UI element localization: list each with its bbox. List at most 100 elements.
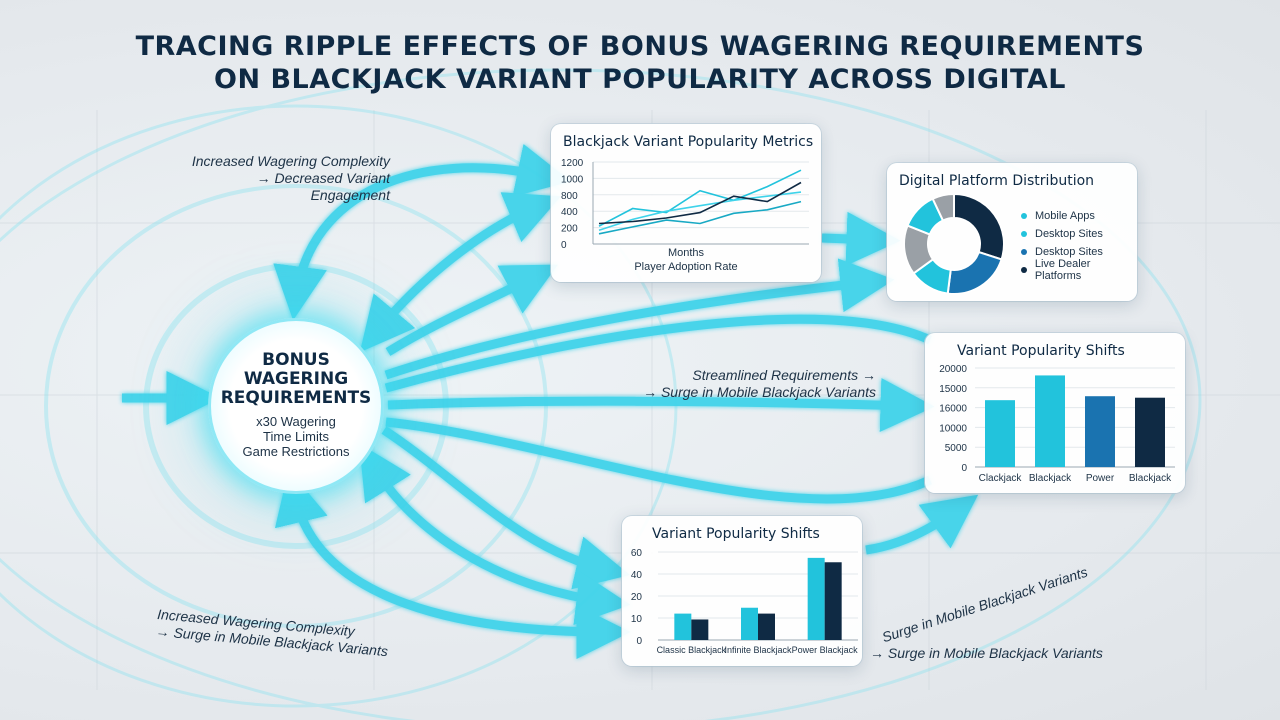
pie-slice: [953, 192, 1005, 261]
y-tick-label: 1200: [561, 158, 584, 169]
arrow-metrics-to-hub: [273, 143, 571, 321]
pie-chart: [903, 192, 1005, 295]
grouped-bar-title: Variant Popularity Shifts: [652, 526, 820, 542]
arrow-hub-metrics-2: [385, 264, 558, 356]
arrow-hub-shifts-mid: [387, 378, 935, 433]
line-series: [598, 191, 802, 232]
y-tick-label: 0: [561, 240, 567, 251]
bar: [1035, 375, 1065, 467]
arrow-hub-bottom-1: [381, 426, 630, 590]
y-tick-label: 10000: [939, 423, 967, 434]
line-series: [598, 181, 802, 225]
legend-swatch: [1021, 267, 1027, 273]
line-chart-card: Blackjack Variant Popularity Metrics 120…: [551, 124, 821, 282]
note-line: → Decreased Variant Engagement: [256, 170, 390, 203]
note-middle: Streamlined Requirements → → Surge in Mo…: [600, 367, 876, 401]
legend-swatch: [1021, 249, 1027, 255]
y-tick-label: 0: [961, 463, 967, 474]
legend-label: Live Dealer Platforms: [1034, 258, 1091, 282]
bar: [985, 400, 1015, 467]
line-chart-title: Blackjack Variant Popularity Metrics: [563, 134, 814, 150]
legend-item: Desktop Sites: [1021, 225, 1137, 243]
note-line: Increased Wagering Complexity: [191, 153, 390, 169]
x-tick-label: Blackjack: [1029, 473, 1072, 484]
legend-item: Live Dealer Platforms: [1021, 258, 1137, 282]
y-tick-label: 400: [561, 207, 578, 218]
title-line-2: ON BLACKJACK VARIANT POPULARITY ACROSS D…: [214, 64, 1066, 95]
hub-title-line-1: BONUS: [262, 350, 330, 370]
pie-chart-card: Digital Platform Distribution Mobile App…: [887, 163, 1137, 301]
y-tick-label: 800: [561, 191, 578, 202]
arrow-metrics-platform: [821, 211, 901, 266]
line-series: [598, 200, 802, 235]
y-tick-label: 40: [631, 570, 643, 581]
bar-chart-title: Variant Popularity Shifts: [957, 343, 1125, 359]
bar: [1135, 397, 1165, 467]
hub-items: x30 Wagering Time Limits Game Restrictio…: [211, 414, 381, 459]
bar-chart-card: Variant Popularity Shifts 20000 15000 1600…: [925, 333, 1185, 493]
page-title: TRACING RIPPLE EFFECTS OF BONUS WAGERING…: [0, 30, 1280, 96]
arrow-hub-bottom-2: [359, 443, 631, 625]
line-chart-subtitle: Player Adoption Rate: [634, 261, 738, 273]
note-bottom-right: → Surge in Mobile Blackjack Variants: [870, 645, 1103, 661]
line-chart: 1200 1000 800 400 200 0: [561, 158, 809, 251]
bar: [674, 613, 692, 640]
y-tick-label: 60: [631, 548, 643, 559]
pie-slice: [946, 250, 1003, 295]
hub-item: Game Restrictions: [242, 444, 350, 459]
hub-item: x30 Wagering: [256, 414, 336, 429]
pie-slice: [931, 192, 955, 222]
y-tick-label: 0: [636, 636, 642, 647]
pie-legend: Mobile Apps Desktop Sites Desktop Sites …: [1021, 207, 1137, 282]
bar: [1085, 396, 1115, 467]
legend-swatch: [1021, 213, 1027, 219]
legend-label: Desktop Sites: [1035, 228, 1103, 240]
arrow-hub-shifts-top: [384, 314, 932, 393]
y-tick-label: 5000: [945, 443, 968, 454]
bar: [807, 557, 825, 640]
arrow-bottom-shifts: [865, 494, 979, 555]
bar: [824, 562, 842, 640]
y-tick-label: 1000: [561, 174, 584, 185]
arrow-hub-bottom-3: [275, 469, 631, 659]
line-series: [598, 169, 802, 227]
legend-item: Mobile Apps: [1021, 207, 1137, 225]
y-tick-label: 200: [561, 224, 578, 235]
arrow-hub-metrics-1: [359, 192, 561, 353]
legend-label: Mobile Apps: [1035, 210, 1095, 222]
hub-item: Time Limits: [263, 429, 329, 444]
x-tick-label: Clackjack: [979, 473, 1023, 484]
hub-node: BONUS WAGERING REQUIREMENTS x30 Wagering…: [208, 318, 384, 494]
bar: [691, 619, 709, 640]
y-tick-label: 20000: [939, 364, 967, 375]
line-chart-xlabel: Months: [667, 247, 705, 259]
x-tick-label: Power Blackjack: [792, 645, 859, 655]
legend-item: Desktop Sites: [1021, 243, 1137, 261]
pie-chart-title: Digital Platform Distribution: [899, 173, 1095, 189]
title-line-1: TRACING RIPPLE EFFECTS OF BONUS WAGERING…: [135, 31, 1145, 62]
bar: [758, 613, 775, 640]
y-tick-label: 10: [631, 614, 643, 625]
hub-title: BONUS WAGERING REQUIREMENTS: [211, 351, 381, 408]
arrow-hub-shifts-low: [385, 417, 932, 504]
legend-label: Desktop Sites: [1035, 246, 1103, 258]
x-tick-label: Infinite Blackjack: [724, 645, 792, 655]
x-tick-label: Classic Blackjack: [657, 645, 727, 655]
note-top-left: Increased Wagering Complexity → Decrease…: [180, 153, 390, 204]
y-tick-label: 20: [631, 592, 643, 603]
arrow-hub-platform: [384, 258, 895, 380]
bar: [741, 607, 758, 640]
x-tick-label: Power: [1086, 473, 1115, 484]
legend-swatch: [1021, 231, 1027, 237]
y-tick-label: 16000: [939, 404, 967, 415]
flow-arrows: [122, 143, 979, 659]
hub-title-line-3: REQUIREMENTS: [220, 388, 372, 408]
hub-title-line-2: WAGERING: [243, 369, 349, 389]
note-line: Streamlined Requirements →: [692, 367, 876, 383]
y-tick-label: 15000: [939, 384, 967, 395]
x-tick-label: Blackjack: [1129, 473, 1172, 484]
